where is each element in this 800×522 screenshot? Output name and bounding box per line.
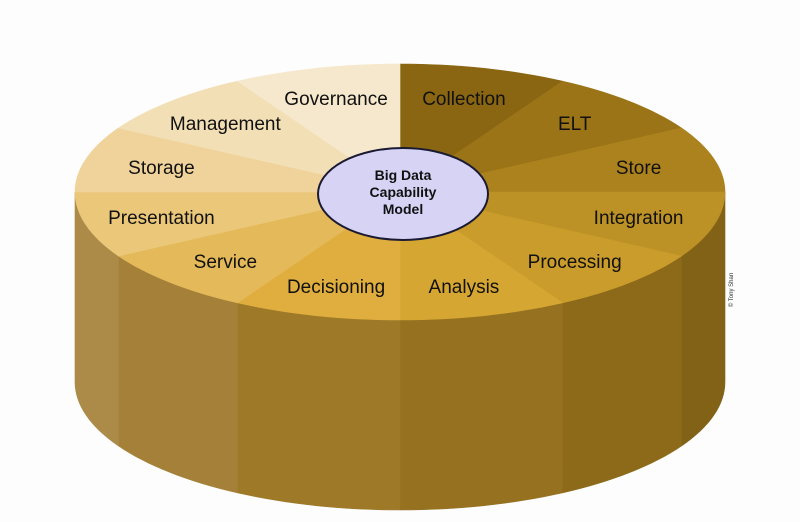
segment-elt [399, 80, 683, 193]
segment-label-processing: Processing [528, 252, 622, 273]
credit-text: © Tony Shan [728, 273, 735, 307]
segment-label-integration: Integration [594, 208, 684, 229]
segment-label-store: Store [616, 158, 661, 179]
side-segment-6 [237, 302, 401, 511]
segment-label-storage: Storage [128, 158, 195, 179]
center-hub: Big Data Capability Model [317, 147, 489, 241]
segment-label-governance: Governance [284, 89, 388, 110]
side-segment-5 [399, 302, 563, 511]
segment-label-analysis: Analysis [429, 277, 500, 298]
hub-line-3: Model [383, 201, 423, 217]
segment-management [117, 80, 401, 193]
segment-presentation [74, 191, 401, 257]
segment-service [117, 191, 401, 304]
center-hub-ellipse [317, 147, 489, 241]
segment-storage [74, 127, 401, 193]
segment-label-presentation: Presentation [108, 208, 215, 229]
hub-line-2: Capability [370, 184, 437, 200]
segment-label-service: Service [194, 252, 257, 273]
segment-label-collection: Collection [422, 89, 505, 110]
hub-line-1: Big Data [375, 167, 432, 183]
segment-label-management: Management [170, 114, 282, 135]
segment-label-elt: ELT [558, 114, 592, 135]
segment-label-decisioning: Decisioning [287, 277, 385, 298]
